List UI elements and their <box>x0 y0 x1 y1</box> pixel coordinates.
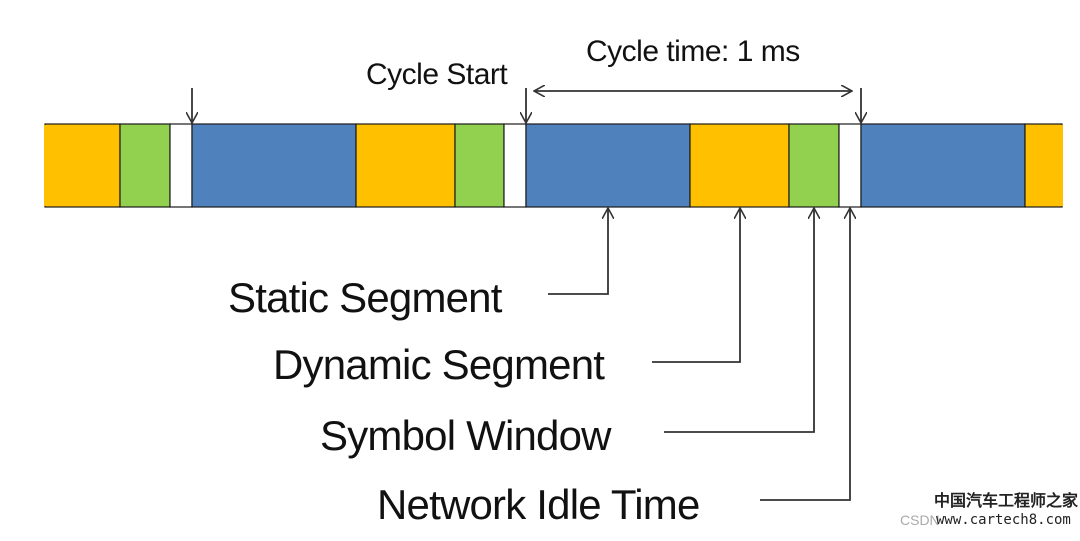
symbol-block-5 <box>454 123 505 208</box>
dynamic-leader <box>652 208 740 363</box>
dynamic-block-0 <box>44 123 121 208</box>
symbol-block-9 <box>788 123 840 208</box>
cycle-start-label: Cycle Start <box>366 58 508 91</box>
bar-open-end <box>1060 125 1063 206</box>
static-segment-label: Static Segment <box>228 274 502 321</box>
static-leader <box>548 208 608 295</box>
static-block-11 <box>860 123 1026 208</box>
symbol-block-1 <box>119 123 171 208</box>
dynamic-block-12 <box>1024 123 1063 208</box>
arrows <box>192 88 861 501</box>
watermark-csdn: CSDN <box>900 512 940 528</box>
idle-block-6 <box>503 123 527 208</box>
segment-bar <box>44 123 1063 208</box>
network-idle-time-label: Network Idle Time <box>377 481 700 528</box>
idle-block-2 <box>169 123 193 208</box>
symbol-leader <box>664 208 814 433</box>
dynamic-block-8 <box>689 123 790 208</box>
static-block-7 <box>525 123 691 208</box>
dynamic-block-4 <box>355 123 456 208</box>
idle-leader <box>760 208 850 501</box>
dynamic-segment-label: Dynamic Segment <box>273 341 605 388</box>
watermark-cn: 中国汽车工程师之家 <box>934 491 1079 510</box>
bar-open-end <box>44 125 46 206</box>
symbol-window-label: Symbol Window <box>320 412 612 459</box>
watermark-site: www.cartech8.com <box>936 512 1071 528</box>
idle-block-10 <box>838 123 862 208</box>
static-block-3 <box>191 123 357 208</box>
cycle-time-label: Cycle time: 1 ms <box>586 35 800 68</box>
